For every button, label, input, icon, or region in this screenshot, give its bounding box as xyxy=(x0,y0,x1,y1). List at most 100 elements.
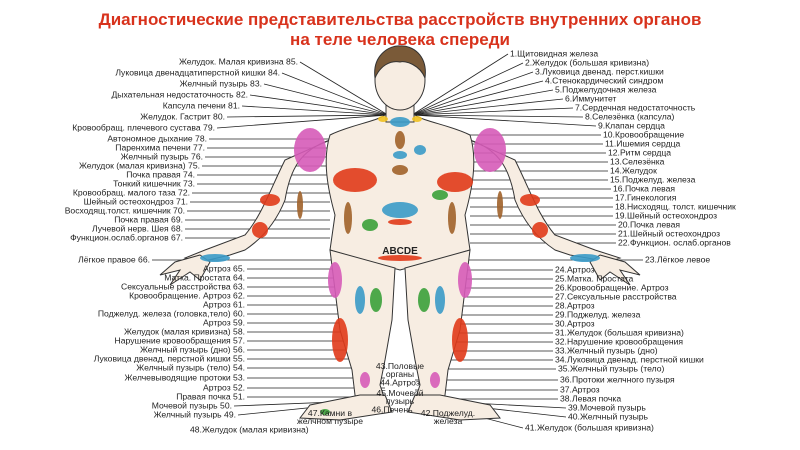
label-left: Артроз 59. xyxy=(203,317,245,328)
label-right: 23.Лёгкое левое xyxy=(645,254,711,265)
organ-zone-brown xyxy=(297,191,303,219)
label-right: 39.Мочевой пузырь xyxy=(568,402,646,413)
label-right: 9.Клапан сердца xyxy=(598,120,665,131)
leader-line xyxy=(249,94,389,116)
label-right: 26.Кровообращение. Артроз xyxy=(555,282,669,293)
label-right: 12.Ритм сердца xyxy=(608,147,672,158)
organ-zone-blue xyxy=(393,151,407,159)
label-right: 28.Артроз xyxy=(555,300,595,311)
label-right: 10.Кровообращение xyxy=(603,129,685,140)
organ-zone-pink xyxy=(294,128,326,172)
label-right: 11.Ишемия сердца xyxy=(605,138,681,149)
leader-line xyxy=(263,83,389,116)
label-right: 20.Почка левая xyxy=(618,219,681,230)
label-right: 21.Шейный остеохондроз xyxy=(618,228,721,239)
label-left: Поджелуд. железа (головка,тело) 60. xyxy=(97,308,245,319)
label-left: Лёгкое правое 66. xyxy=(78,254,150,265)
title-line-2: на теле человека спереди xyxy=(290,30,510,49)
left-foot xyxy=(407,394,501,421)
label-right: 6.Иммунитет xyxy=(565,93,617,104)
organ-zone-brown xyxy=(392,165,408,175)
label-left: Желудок (малая кривизна) 75. xyxy=(78,160,200,171)
organ-zone-blue xyxy=(355,286,365,314)
organ-zone-pink xyxy=(360,372,370,388)
label-bottom: 47.Камни в желчном пузыре xyxy=(297,408,363,426)
label-left: Шейный остеохондроз 71. xyxy=(83,196,188,207)
leader-line xyxy=(411,71,534,116)
label-right: 24.Артроз xyxy=(555,264,595,275)
label-right: 40.Желчный пузырь xyxy=(568,411,649,422)
label-right: 1.Щитовидная железа xyxy=(510,48,599,59)
label-bottom: 45.Мочевой пузырь xyxy=(376,388,424,406)
label-left: Восходящ.толст. кишечник 70. xyxy=(64,205,185,216)
label-right: 14.Желудок xyxy=(610,165,657,176)
organ-zone-blue xyxy=(382,202,418,218)
label-left: Артроз 61. xyxy=(203,299,245,310)
organ-zone-brown xyxy=(448,202,456,234)
label-left: Матка. Простата 64. xyxy=(164,272,245,283)
label-left: Желчный пузырь (тело) 54. xyxy=(136,362,245,373)
label-left: Паренхима печени 77. xyxy=(115,142,205,153)
organ-zone-green xyxy=(320,409,330,415)
organ-zone-pink xyxy=(474,128,506,172)
label-bottom: 46.Печень xyxy=(371,404,413,415)
label-left: Почка правая 74. xyxy=(126,169,195,180)
leader-line xyxy=(281,72,389,116)
label-right: 19.Шейный остеохондроз xyxy=(615,210,718,221)
label-left: Желудок (малая кривизна) 58. xyxy=(123,326,245,337)
organ-zone-red xyxy=(260,194,280,206)
organ-zone-pink xyxy=(328,262,342,298)
label-right: 37.Артроз xyxy=(560,384,600,395)
organ-zone-red xyxy=(452,318,468,362)
organ-zone-green xyxy=(370,288,382,312)
label-left: Желчный пузырь 83. xyxy=(179,78,262,89)
label-left: Луковица двенад. перстной кишки 55. xyxy=(93,353,245,364)
label-right: 36.Протоки желчного пузыря xyxy=(560,374,675,385)
label-left: Желчный пузырь 49. xyxy=(153,409,236,420)
label-left: Автономное дыхание 78. xyxy=(107,133,207,144)
label-left: Капсула печени 81. xyxy=(162,100,240,111)
label-right: 16.Почка левая xyxy=(613,183,676,194)
abcde-marker: ABCDE xyxy=(382,246,418,257)
organ-zone-red xyxy=(437,172,473,192)
label-bottom: 43.Половые органы xyxy=(375,361,425,379)
label-right: 22.Функцион. ослаб.органов xyxy=(618,237,731,248)
title-line-1: Диагностические представительства расстр… xyxy=(98,10,702,29)
organ-zone-brown xyxy=(344,202,352,234)
hair xyxy=(374,45,426,80)
leader-line xyxy=(411,89,554,116)
label-left: Правая почка 51. xyxy=(176,391,245,402)
organ-zone-blue xyxy=(570,254,600,262)
label-left: Лучевой нерв. Шея 68. xyxy=(91,223,183,234)
label-bottom: 42.Поджелуд. железа xyxy=(420,408,476,426)
label-left: Дыхательная недостаточность 82. xyxy=(111,89,248,100)
label-right: 3.Луковица двенад. перст.кишки xyxy=(535,66,664,77)
label-left: Почка правая 69. xyxy=(114,214,183,225)
leader-line xyxy=(226,114,389,118)
organ-zone-red xyxy=(333,168,377,192)
leader-line xyxy=(241,105,389,116)
label-right: 18.Нисходящ. толст. кишечник xyxy=(615,201,736,212)
label-left: Мочевой пузырь 50. xyxy=(151,400,232,411)
organ-zone-blue xyxy=(435,286,445,314)
label-bottom: 48.Желудок (малая кривизна) xyxy=(190,424,309,435)
organ-zone-yellow xyxy=(412,116,422,122)
label-right: 38.Левая почка xyxy=(560,393,622,404)
label-left: Кровообращение. Артроз 62. xyxy=(129,290,245,301)
organ-zone-green xyxy=(432,190,448,200)
label-left: Артроз 52. xyxy=(203,382,245,393)
label-left: Сексуальные расстройства 63. xyxy=(121,281,245,292)
label-left: Нарушение кровообращения 57. xyxy=(114,335,245,346)
leader-line xyxy=(411,53,509,116)
organ-zone-red xyxy=(332,318,348,362)
leader-line xyxy=(216,114,389,129)
organ-zone-yellow xyxy=(378,116,388,122)
label-right: 7.Сердечная недостаточность xyxy=(575,102,696,113)
label-right: 32.Нарушение кровообращения xyxy=(555,336,684,347)
organ-zone-blue xyxy=(200,254,230,262)
right-hand xyxy=(159,254,211,286)
label-left: Кровообращ. малого таза 72. xyxy=(72,187,190,198)
label-left: Желчевыводящие протоки 53. xyxy=(124,372,245,383)
label-right: 17.Гинекология xyxy=(615,192,677,203)
